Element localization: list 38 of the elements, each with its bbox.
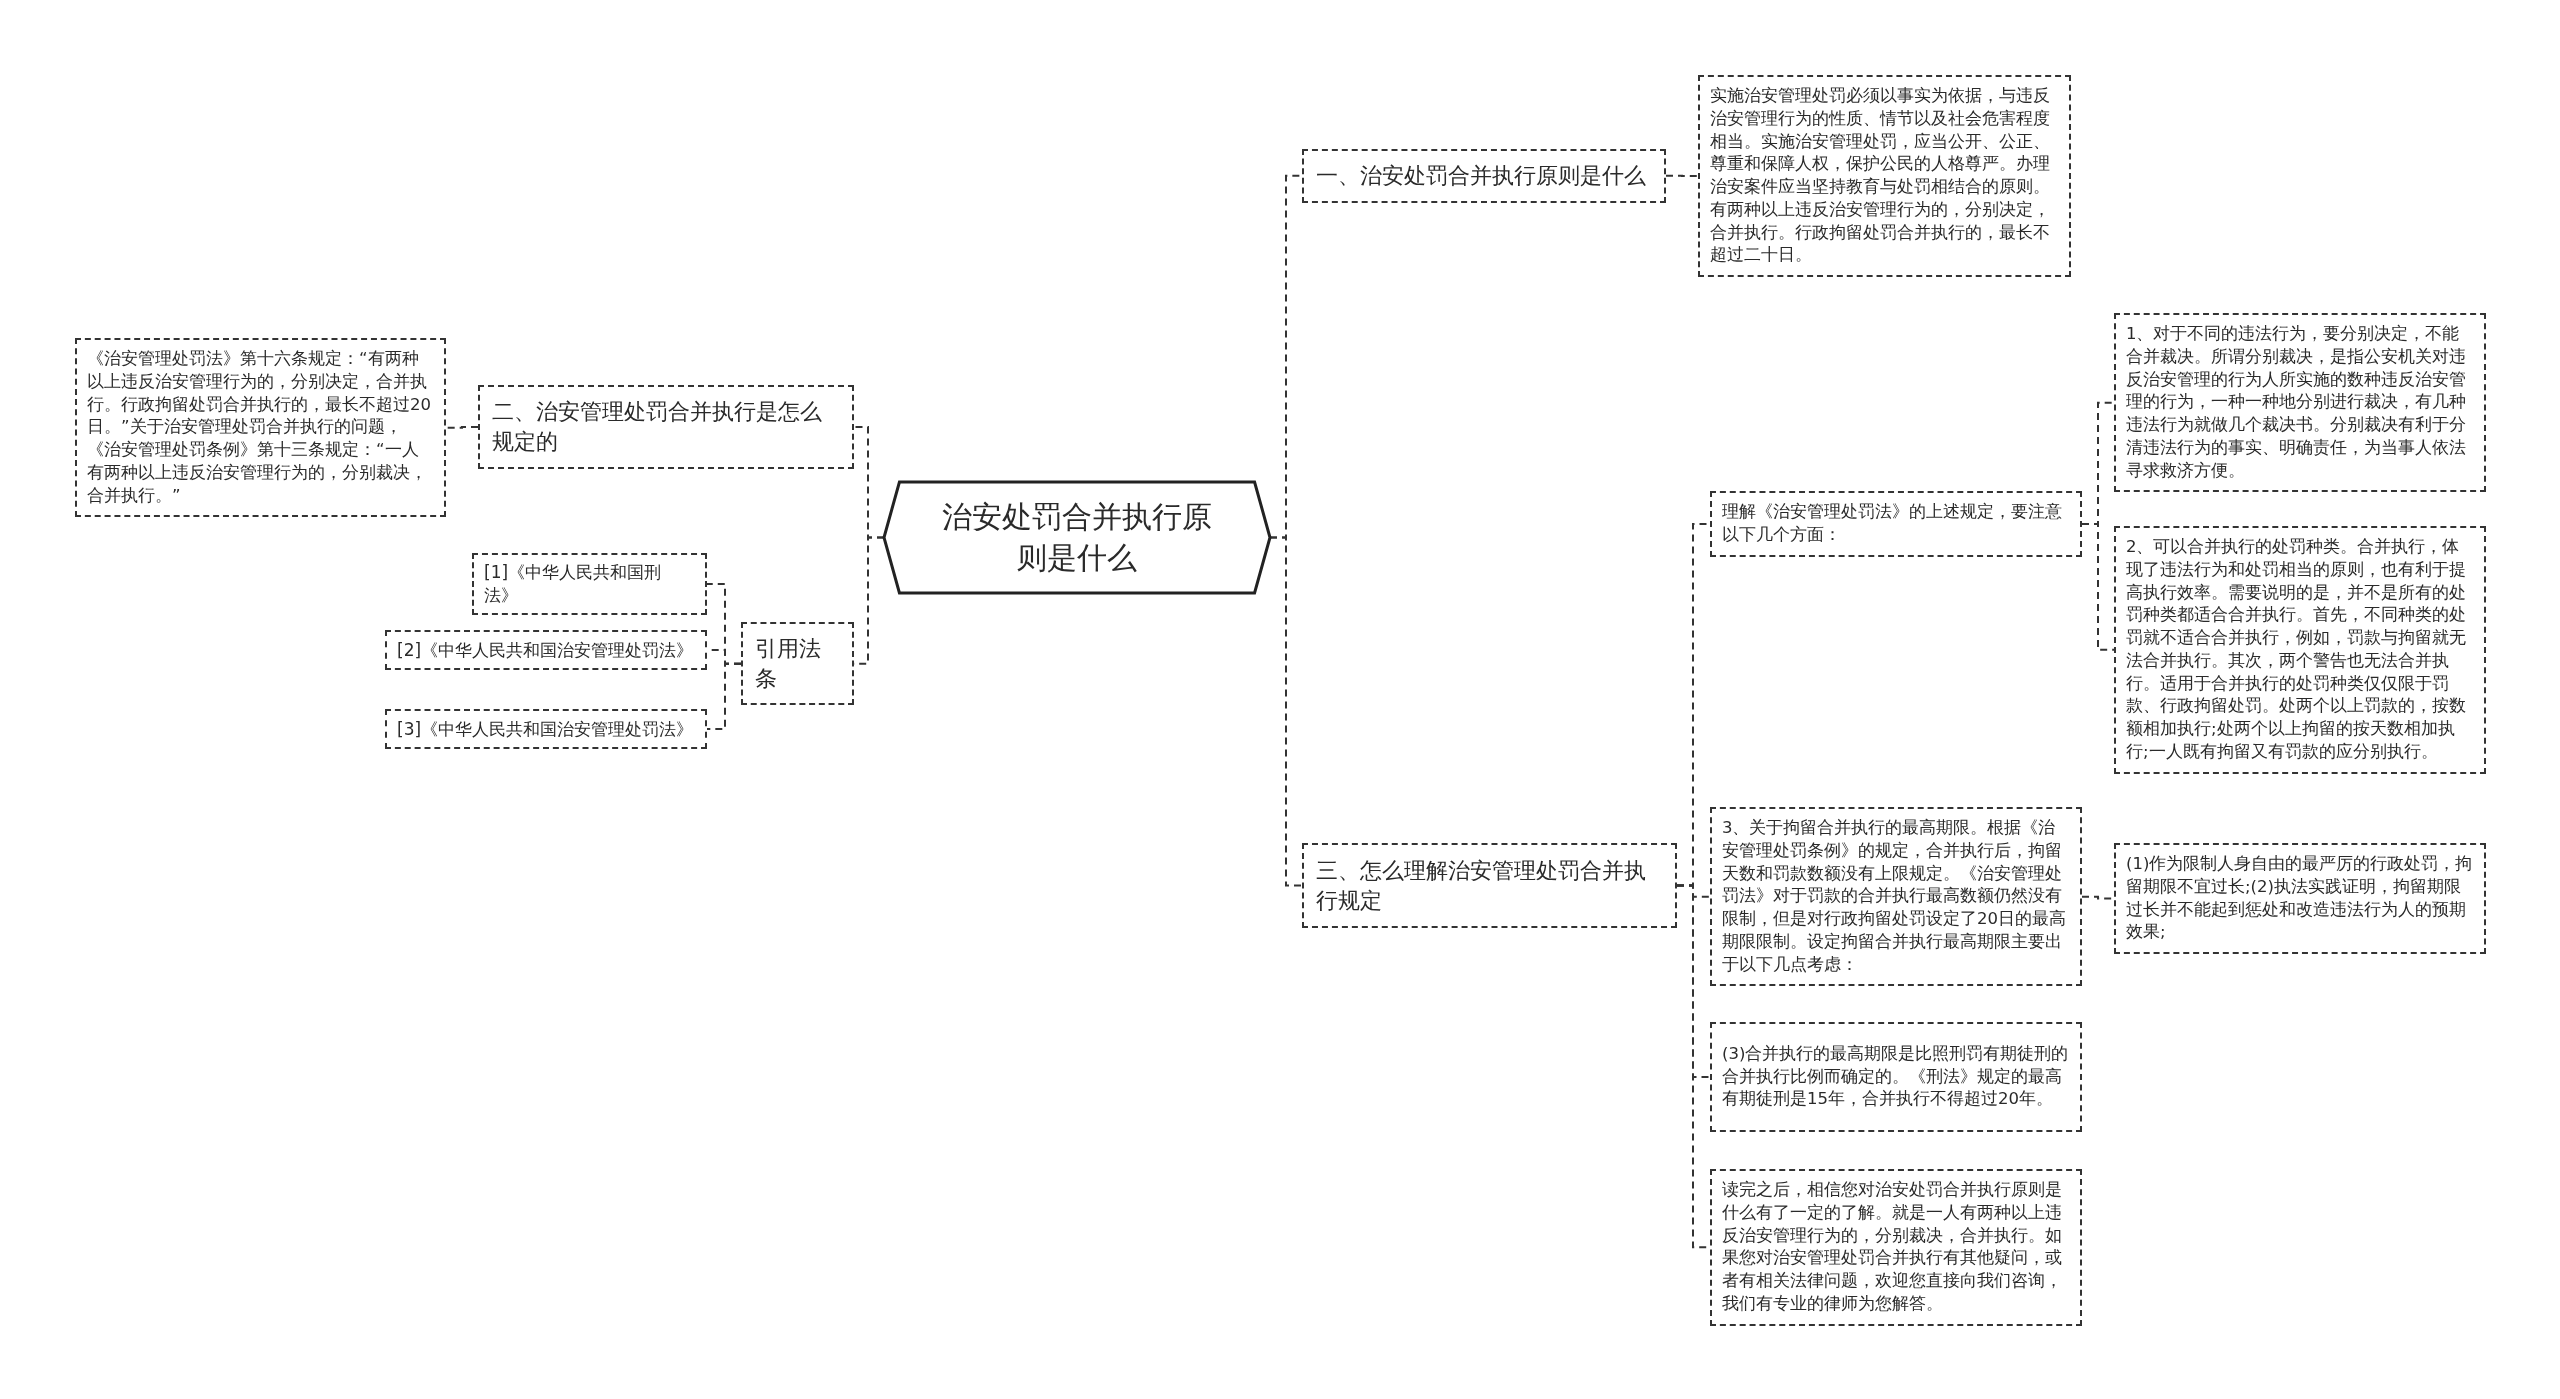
topic-text: 一、治安处罚合并执行原则是什么 [1316, 162, 1646, 190]
note-box [2114, 313, 2486, 493]
connector-line [1269, 536, 1303, 887]
note-box [1710, 1169, 2082, 1326]
note-box [2114, 843, 2486, 955]
connector-line [445, 426, 479, 429]
topic-text: 二、治安管理处罚合并执行是怎么规定的 [492, 398, 823, 456]
topic-text: [2]《中华人民共和国治安管理处罚法》 [397, 638, 694, 662]
topic-text: 读完之后，相信您对治安处罚合并执行原则是什么有了一定的了解。就是一人有两种以上违反治安管理行为的，分别裁决，合并执行。如果您对治安管理处罚合并执行有其他疑问，或者有相关法律问题，欢迎您直接向我们咨询，我们有专业的律师为您解答。 [1722, 1179, 2063, 1315]
note-box [1710, 491, 2082, 557]
note-box [1710, 807, 2082, 987]
reference-box [472, 553, 707, 615]
topic-text: 实施治安管理处罚必须以事实为依据，与违反治安管理行为的性质、情节以及社会危害程度相当。实施治安管理处罚，应当公开、公正、尊重和保障人权，保护公民的人格尊严。办理治安案件应当坚持教育与处罚相结合的原则。有两种以上违反治安管理行为的，分别决定，合并执行。行政拘留处罚合并执行的，最长不超过二十日。 [1710, 85, 2051, 267]
topic-text: 引用法条 [755, 635, 822, 693]
topic-text: 治安处罚合并执行原则是什么 [941, 498, 1213, 577]
topic-box [478, 385, 854, 469]
note-box [1698, 75, 2071, 278]
topic-text: [1]《中华人民共和国刑法》 [484, 561, 663, 607]
topic-box [741, 622, 854, 706]
topic-text: 2、可以合并执行的处罚种类。合并执行，体现了违法行为和处罚相当的原则，也有利于提高执行效率。需要说明的是，并不是所有的处罚种类都适合合并执行。首先，不同种类的处罚就不适合合并执行，例如，罚款与拘留就无法合并执行。其次，两个警告也无法合并执行。适用于合并执行的处罚种类仅仅限于罚款、行政拘留处罚。处两个以上罚款的，按数额相加执行;处两个以上拘留的按天数相加执行;一人既有拘留又有罚款的应分别执行。 [2126, 536, 2467, 763]
connector-line [2081, 523, 2115, 651]
reference-box [385, 630, 707, 670]
note-box [1710, 1022, 2082, 1132]
topic-text: 三、怎么理解治安管理处罚合并执行规定 [1316, 856, 1647, 915]
topic-text: 3、关于拘留合并执行的最高期限。根据《治安管理处罚条例》的规定，合并执行后，拘留天数和罚款数额没有上限规定。《治安管理处罚法》对于罚款的合并执行最高数额仍然没有限制，但是对行政拘留处罚设定了20日的最高期限限制。设定拘留合并执行最高期限主要出于以下几点考虑： [1722, 817, 2067, 976]
topic-text: [3]《中华人民共和国治安管理处罚法》 [397, 717, 694, 741]
topic-text: 1、对于不同的违法行为，要分别决定，不能合并裁决。所谓分别裁决，是指公安机关对违反治安管理的行为人所实施的数种违反治安管理的行为，一种一种地分别进行裁决，有几种违法行为就做几个裁决书。分别裁决有利于分清违法行为的事实、明确责任，为当事人依法寻求救济方便。 [2126, 323, 2467, 482]
topic-box [1302, 149, 1666, 203]
note-box [2114, 526, 2486, 774]
connector-line [706, 662, 742, 730]
topic-text: (1)作为限制人身自由的最严厉的行政处罚，拘留期限不宜过长;(2)执法实践证明，拘留期限过长并不能起到惩处和改造违法行为人的预期效果; [2126, 853, 2474, 944]
note-box [75, 338, 446, 518]
topic-text: 《治安管理处罚法》第十六条规定：“有两种以上违反治安管理行为的，分别决定，合并执行。行政拘留处罚合并执行的，最长不超过20日。”关于治安管理处罚合并执行的问题，《治安管理处罚条例》第十三条规定：“一人有两种以上违反治安管理行为的，分别裁决，合并执行。” [87, 348, 432, 507]
topic-text: (3)合并执行的最高期限是比照刑罚有期徒刑的合并执行比例而确定的。《刑法》规定的最高有期徒刑是15年，合并执行不得超过20年。 [1722, 1042, 2070, 1111]
topic-text: 理解《治安管理处罚法》的上述规定，要注意以下几个方面： [1722, 501, 2063, 546]
connector-line [1665, 174, 1699, 178]
topic-box [1302, 843, 1677, 928]
reference-box [385, 709, 707, 749]
